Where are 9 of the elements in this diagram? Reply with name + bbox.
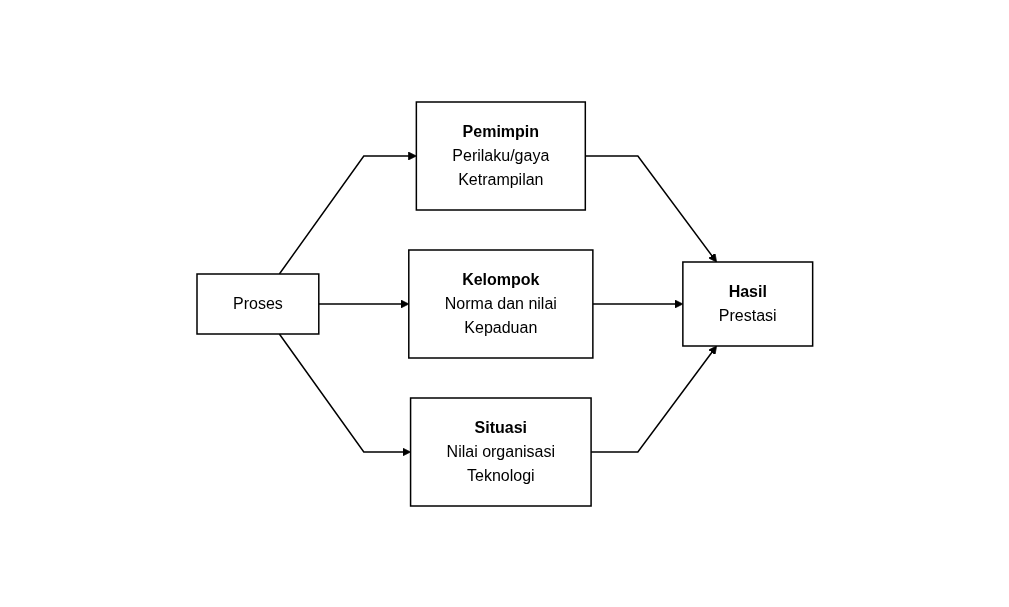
node-box: Kelompok Norma dan nilai Kepaduan (407, 248, 594, 359)
arrow (584, 154, 717, 262)
node-box: Hasil Prestasi (681, 260, 814, 347)
arrow (590, 345, 717, 453)
node-box: Proses (195, 272, 320, 335)
arrow (278, 151, 417, 275)
node-box: Situasi Nilai organisasi Teknologi (409, 396, 592, 507)
node-box: Pemimpin Perilaku/gaya Ketrampilan (415, 100, 586, 211)
arrow (278, 332, 411, 456)
